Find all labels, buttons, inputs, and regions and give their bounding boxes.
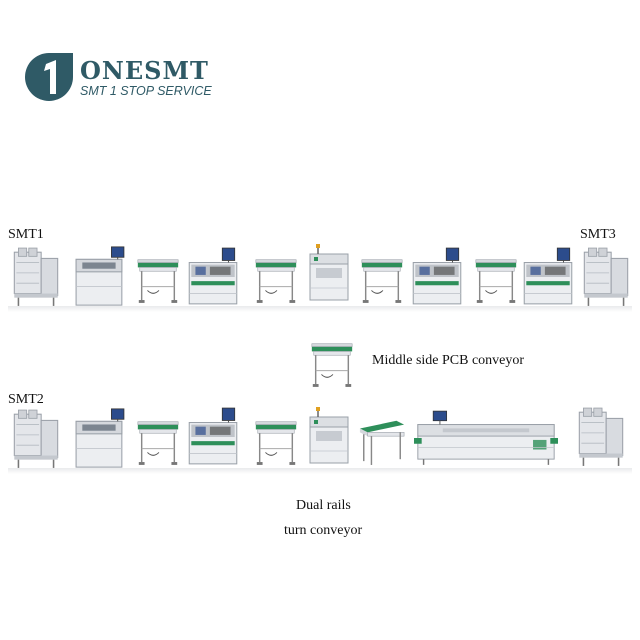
printer-machine — [74, 244, 126, 308]
conveyor-machine — [134, 246, 182, 308]
unloader-machine — [572, 406, 630, 468]
bottom-production-line — [0, 404, 640, 504]
smt3-label: SMT3 — [580, 227, 616, 242]
brand-logo: ONESMT SMT 1 STOP SERVICE — [24, 52, 224, 106]
logo-mark-icon — [25, 53, 73, 101]
floor-shadow — [8, 468, 632, 474]
pick-place-machine — [410, 246, 464, 308]
aoi-machine — [304, 240, 354, 308]
brand-tagline: SMT 1 STOP SERVICE — [80, 84, 212, 98]
inspection-conveyor-machine — [358, 410, 406, 470]
unloader-machine — [580, 246, 632, 308]
smt2-label: SMT2 — [8, 392, 44, 407]
loader-machine — [10, 246, 62, 308]
pick-place-machine — [186, 406, 240, 468]
middle-conveyor-label: Middle side PCB conveyor — [372, 353, 525, 368]
printer-machine — [74, 406, 126, 470]
floor-shadow — [8, 306, 632, 312]
top-production-line — [0, 240, 640, 340]
brand-name: ONESMT — [80, 56, 209, 85]
dual-rails-label-line1: Dual rails — [296, 498, 351, 513]
reflow-oven-machine — [414, 408, 558, 468]
conveyor-machine — [134, 408, 182, 470]
conveyor-machine — [358, 246, 406, 308]
loader-machine — [10, 408, 62, 470]
conveyor-machine — [252, 246, 300, 308]
aoi-machine — [304, 404, 354, 470]
pick-place-machine — [522, 246, 574, 308]
smt1-label: SMT1 — [8, 227, 44, 242]
conveyor-machine — [252, 408, 300, 470]
middle-pcb-conveyor — [308, 330, 356, 392]
conveyor-machine — [472, 246, 520, 308]
dual-rails-label-line2: turn conveyor — [284, 523, 363, 538]
pick-place-machine — [186, 246, 240, 308]
